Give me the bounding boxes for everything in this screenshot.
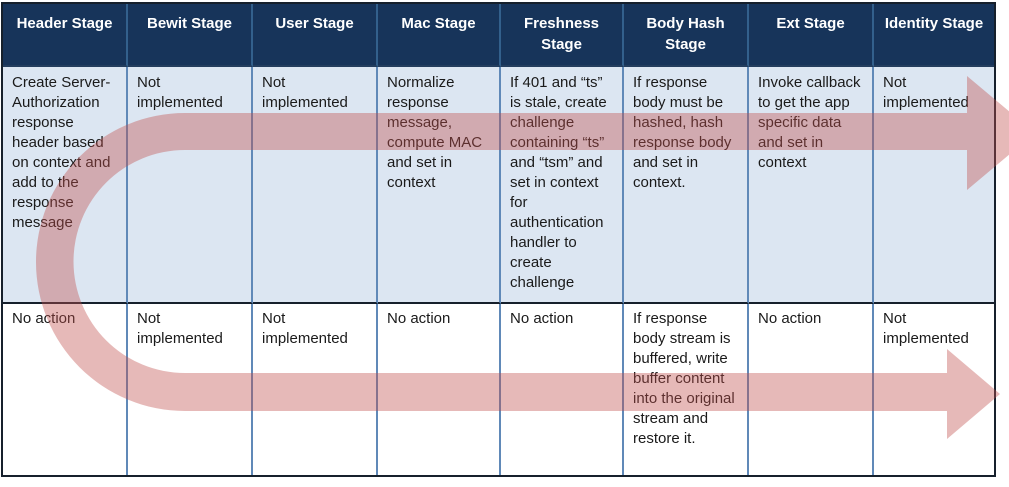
stages-table: Header Stage Bewit Stage User Stage Mac … bbox=[1, 2, 996, 477]
cell-ext-stage-row1: Invoke callback to get the app specific … bbox=[749, 67, 874, 304]
cell-freshness-stage-row2: No action bbox=[501, 304, 624, 475]
column-header-header-stage: Header Stage bbox=[3, 4, 128, 67]
cell-header-stage-row2: No action bbox=[3, 304, 128, 475]
cell-mac-stage-row1: Normalize response message, compute MAC … bbox=[378, 67, 501, 304]
cell-identity-stage-row1: Not implemented bbox=[874, 67, 994, 304]
cell-ext-stage-row2: No action bbox=[749, 304, 874, 475]
cell-freshness-stage-row1: If 401 and “ts” is stale, create challen… bbox=[501, 67, 624, 304]
column-header-freshness-stage: Freshness Stage bbox=[501, 4, 624, 67]
column-header-user-stage: User Stage bbox=[253, 4, 378, 67]
cell-user-stage-row2: Not implemented bbox=[253, 304, 378, 475]
column-header-identity-stage: Identity Stage bbox=[874, 4, 994, 67]
cell-user-stage-row1: Not implemented bbox=[253, 67, 378, 304]
cell-mac-stage-row2: No action bbox=[378, 304, 501, 475]
column-header-body-hash-stage: Body Hash Stage bbox=[624, 4, 749, 67]
column-header-ext-stage: Ext Stage bbox=[749, 4, 874, 67]
cell-bewit-stage-row2: Not implemented bbox=[128, 304, 253, 475]
cell-identity-stage-row2: Not implemented bbox=[874, 304, 994, 475]
cell-body-hash-stage-row2: If response body stream is buffered, wri… bbox=[624, 304, 749, 475]
column-header-bewit-stage: Bewit Stage bbox=[128, 4, 253, 67]
cell-bewit-stage-row1: Not implemented bbox=[128, 67, 253, 304]
cell-header-stage-row1: Create Server-Authorization response hea… bbox=[3, 67, 128, 304]
cell-body-hash-stage-row1: If response body must be hashed, hash re… bbox=[624, 67, 749, 304]
column-header-mac-stage: Mac Stage bbox=[378, 4, 501, 67]
